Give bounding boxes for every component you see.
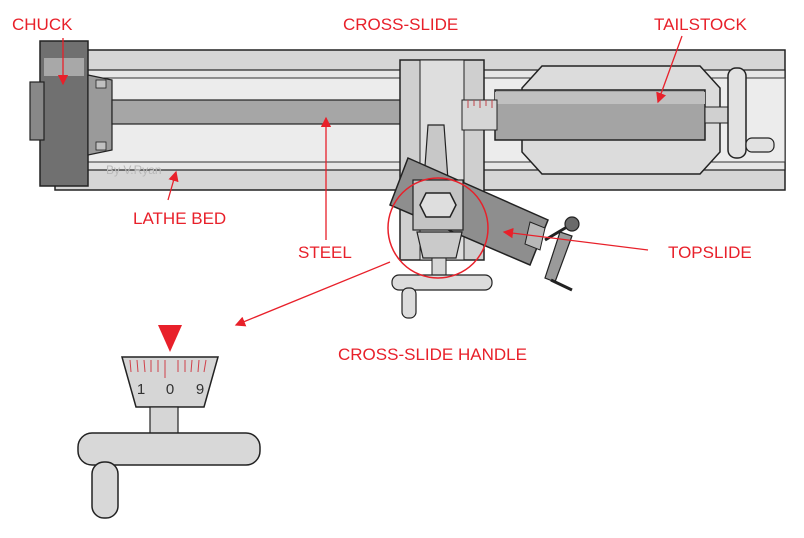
label-steel: STEEL [298, 243, 352, 262]
handle-arrow [234, 261, 391, 327]
dial-digit-left: 1 [137, 381, 145, 398]
label-tailstock: TAILSTOCK [654, 15, 748, 34]
bolt-head-icon [412, 179, 464, 231]
chuck [29, 40, 113, 187]
tailstock [461, 65, 775, 175]
credit-text: By V.Ryan [106, 163, 162, 177]
leader-arrows [57, 35, 683, 327]
dial-pointer-icon [158, 325, 182, 352]
cross-slide-handle-small [391, 231, 493, 319]
cross-slide-handle-enlarged [77, 356, 261, 519]
label-topslide: TOPSLIDE [668, 243, 752, 262]
tailstock-arrow [656, 35, 683, 104]
label-chuck: CHUCK [12, 15, 73, 34]
dial-digit-right: 9 [196, 381, 204, 398]
label-cross-slide-handle: CROSS-SLIDE HANDLE [338, 345, 527, 364]
dial-digit-center: 0 [166, 381, 174, 398]
handle-highlight-circle [387, 177, 489, 279]
label-cross-slide: CROSS-SLIDE [343, 15, 458, 34]
label-lathe-bed: LATHE BED [133, 209, 226, 228]
steel-bar [111, 99, 463, 125]
lathe-bed-arrow [167, 170, 179, 201]
topslide-arrow [502, 227, 649, 251]
